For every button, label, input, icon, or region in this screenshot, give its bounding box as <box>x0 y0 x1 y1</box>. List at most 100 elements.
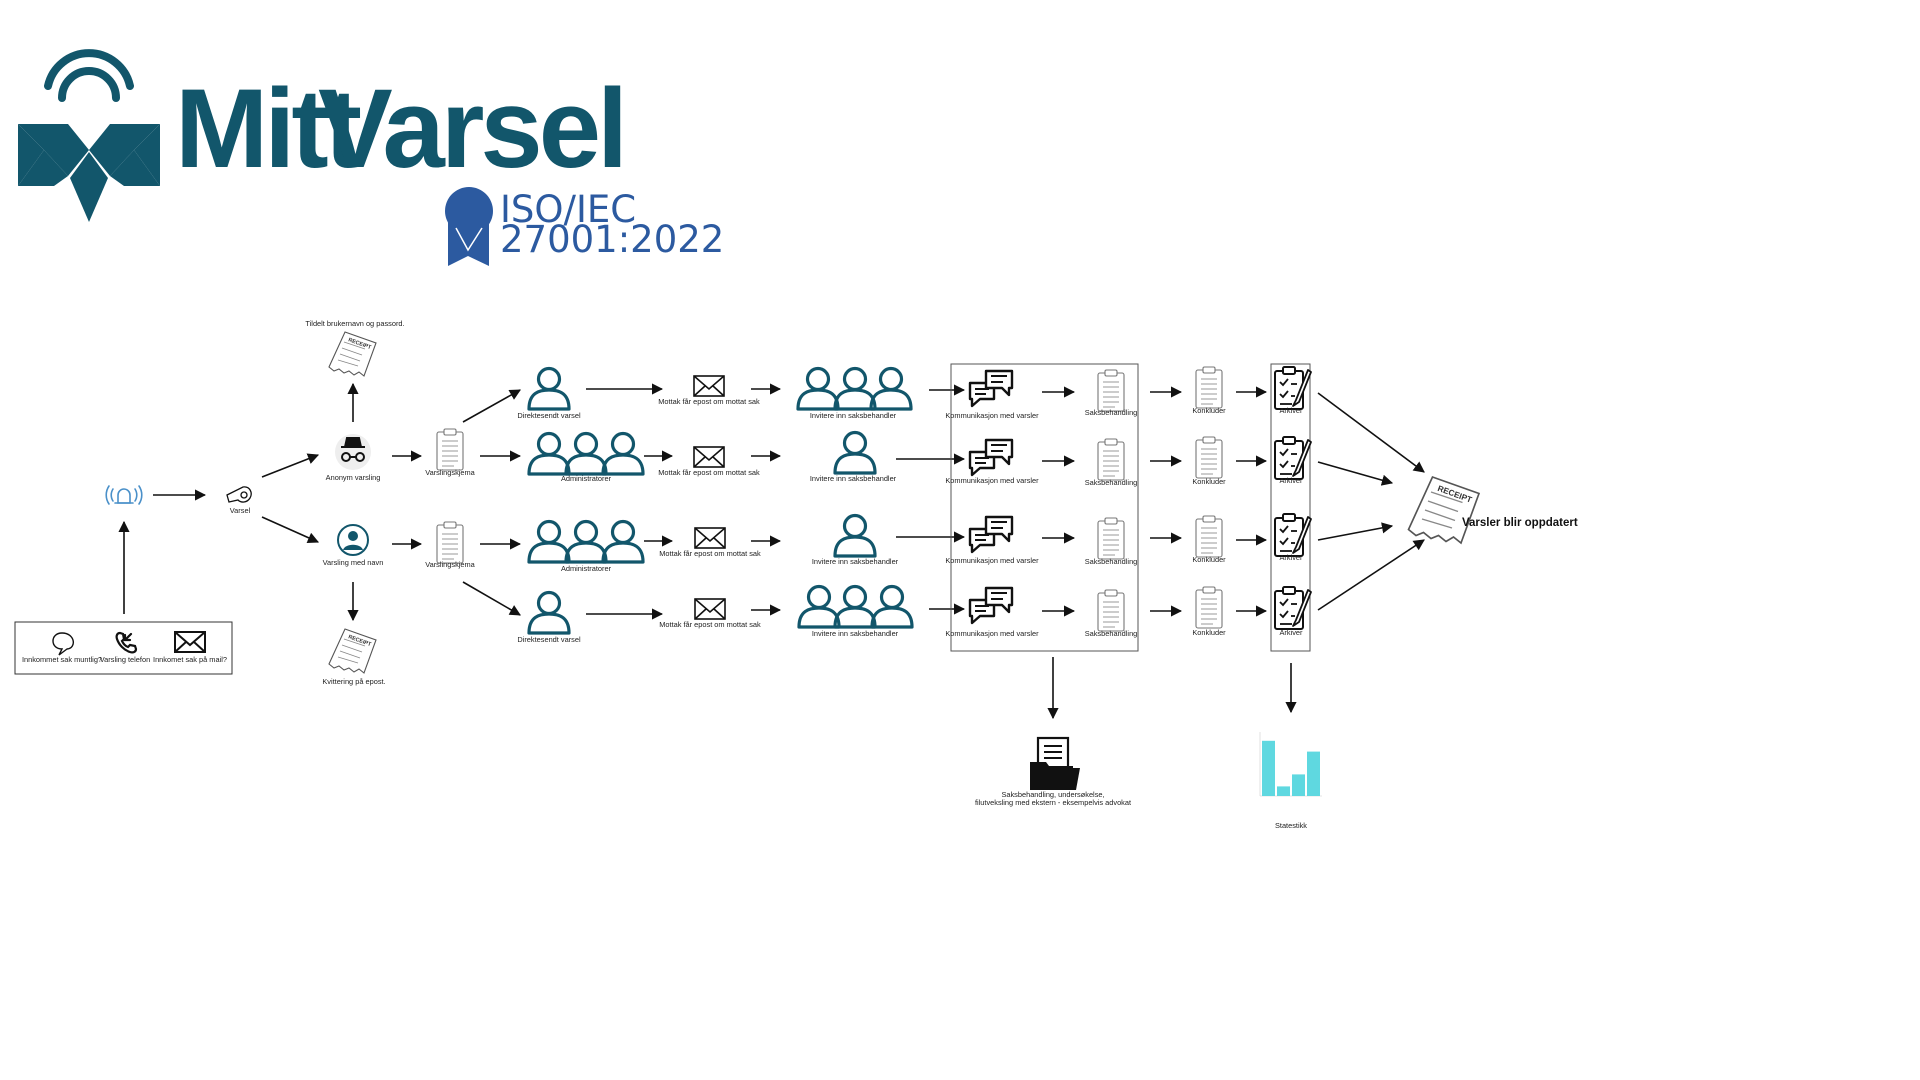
node-invitere-4: Invitere inn saksbehandler <box>797 584 914 638</box>
kommunikasjon-label: Kommunikasjon med varsler <box>945 411 1039 420</box>
node-saksbehandling-2: Saksbehandling <box>1085 438 1137 487</box>
node-kommunikasjon-4: Kommunikasjon med varsler <box>945 586 1039 638</box>
channel-phone-label: Varsling telefon <box>100 655 150 664</box>
node-invitere-3: Invitere inn saksbehandler <box>812 513 899 566</box>
receipt-icon <box>328 628 377 674</box>
node-varsling-med-navn: Varsling med navn <box>323 524 384 567</box>
invitere-label: Invitere inn saksbehandler <box>812 629 899 638</box>
node-arkiver-4: Arkiver <box>1274 586 1312 637</box>
envelope-icon <box>694 527 726 549</box>
group-icon <box>796 366 913 411</box>
node-arkiver-2: Arkiver <box>1274 436 1312 485</box>
node-direktesendt-1: Direktesendt varsel <box>517 366 581 420</box>
folder-label-2: filutveksling med ekstern - eksempelvis … <box>975 798 1131 807</box>
person-icon <box>833 513 877 558</box>
statistikk-label: Statestikk <box>1275 821 1307 830</box>
group-icon <box>797 584 914 629</box>
person-icon <box>527 366 571 411</box>
open-folder-document-icon <box>1030 736 1080 790</box>
archive-checklist-icon <box>1274 586 1312 630</box>
envelope-icon <box>693 375 725 397</box>
node-anonym-varsling: Anonym varsling <box>326 434 380 482</box>
arkiver-label: Arkiver <box>1280 553 1304 562</box>
node-konkluder-3: Konkluder <box>1192 515 1226 564</box>
logo-mark-icon <box>18 49 160 222</box>
arkiver-label: Arkiver <box>1280 476 1304 485</box>
direktesendt-label: Direktesendt varsel <box>517 635 581 644</box>
iso-line2: 27001:2022 <box>500 218 724 261</box>
logo-name-mitt: Mitt <box>175 66 361 191</box>
clipboard-icon <box>1195 515 1223 558</box>
invitere-label: Invitere inn saksbehandler <box>810 474 897 483</box>
node-invitere-2: Invitere inn saksbehandler <box>810 430 897 483</box>
node-saksbehandling-3: Saksbehandling <box>1085 517 1138 566</box>
node-konkluder-1: Konkluder <box>1192 366 1226 415</box>
envelope-icon <box>693 446 725 468</box>
clipboard-icon <box>1195 436 1223 479</box>
archive-checklist-icon <box>1274 436 1312 480</box>
varslingskjema-label: Varslingskjema <box>425 468 475 477</box>
node-kommunikasjon-1: Kommunikasjon med varsler <box>945 369 1039 420</box>
kommunikasjon-label: Kommunikasjon med varsler <box>945 556 1039 565</box>
channel-mail-label: Innkomet sak på mail? <box>153 655 227 664</box>
node-folder: Saksbehandling, undersøkelse, filutveksl… <box>975 736 1131 807</box>
konkluder-label: Konkluder <box>1192 406 1226 415</box>
clipboard-icon <box>1097 517 1125 560</box>
konkluder-label: Konkluder <box>1192 628 1226 637</box>
node-konkluder-4: Konkluder <box>1192 586 1226 637</box>
node-mottak-1: Mottak får epost om mottat sak <box>658 375 760 406</box>
chat-icon <box>968 515 1014 554</box>
channel-oral-label: Innkommet sak muntlig? <box>22 655 102 664</box>
saksbehandling-label: Saksbehandling <box>1085 629 1138 638</box>
kvittering-label: Kvittering på epost. <box>322 677 385 686</box>
node-varsler-oppdatert: Varsler blir oppdatert <box>1407 476 1578 544</box>
archive-checklist-icon <box>1274 366 1312 410</box>
node-varslingskjema-2: Varslingskjema <box>425 521 476 569</box>
node-kommunikasjon-3: Kommunikasjon med varsler <box>945 515 1039 565</box>
node-arkiver-1: Arkiver <box>1274 366 1312 415</box>
node-kvittering: Kvittering på epost. <box>322 628 386 686</box>
person-icon <box>527 590 571 635</box>
mottak-label: Mottak får epost om mottat sak <box>659 620 761 629</box>
varslingskjema-label: Varslingskjema <box>425 560 475 569</box>
node-mottak-3: Mottak får epost om mottat sak <box>659 527 761 558</box>
invitere-label: Invitere inn saksbehandler <box>810 411 897 420</box>
konkluder-label: Konkluder <box>1192 477 1226 486</box>
channel-mail: Innkomet sak på mail? <box>153 631 227 664</box>
med-navn-label: Varsling med navn <box>323 558 384 567</box>
archive-checklist-icon <box>1274 513 1312 557</box>
user-avatar-icon <box>337 524 369 556</box>
mottak-label: Mottak får epost om mottat sak <box>658 397 760 406</box>
node-varslingskjema-1: Varslingskjema <box>425 428 476 477</box>
flow-arrows <box>118 382 1425 720</box>
group-icon <box>527 431 645 476</box>
saksbehandling-label: Saksbehandling <box>1085 408 1138 417</box>
oppdatert-label: Varsler blir oppdatert <box>1462 517 1578 529</box>
kommunikasjon-label: Kommunikasjon med varsler <box>945 629 1039 638</box>
iso-line1: ISO/IEC <box>500 188 636 231</box>
administratorer-label: Administratorer <box>561 564 612 573</box>
group-icon <box>527 519 645 564</box>
clipboard-icon <box>1097 589 1125 632</box>
person-icon <box>833 430 877 475</box>
varsel-label: Varsel <box>230 506 251 515</box>
saksbehandling-label: Saksbehandling <box>1085 557 1138 566</box>
node-mottak-4: Mottak får epost om mottat sak <box>659 598 761 629</box>
envelope-icon <box>174 631 206 653</box>
administratorer-label: Administratorer <box>561 474 612 483</box>
clipboard-icon <box>1097 438 1125 481</box>
chart-bar <box>1307 751 1320 796</box>
input-channels-box: Innkommet sak muntlig? Varsling telefon … <box>14 621 233 675</box>
channel-oral: Innkommet sak muntlig? <box>22 632 102 664</box>
phone-incoming-icon <box>115 631 138 654</box>
node-invitere-1: Invitere inn saksbehandler <box>796 366 913 420</box>
tildelt-label: Tildelt brukernavn og passord. <box>305 319 404 328</box>
clipboard-icon <box>1097 369 1125 412</box>
invitere-label: Invitere inn saksbehandler <box>812 557 899 566</box>
iso-badge: ISO/IEC 27001:2022 <box>445 187 724 266</box>
receipt-icon <box>328 331 377 377</box>
node-kommunikasjon-2: Kommunikasjon med varsler <box>945 438 1039 485</box>
node-saksbehandling-1: Saksbehandling <box>1085 369 1138 417</box>
node-administratorer-2: Administratorer <box>527 519 645 573</box>
node-administratorer-1: Administratorer <box>527 431 645 483</box>
